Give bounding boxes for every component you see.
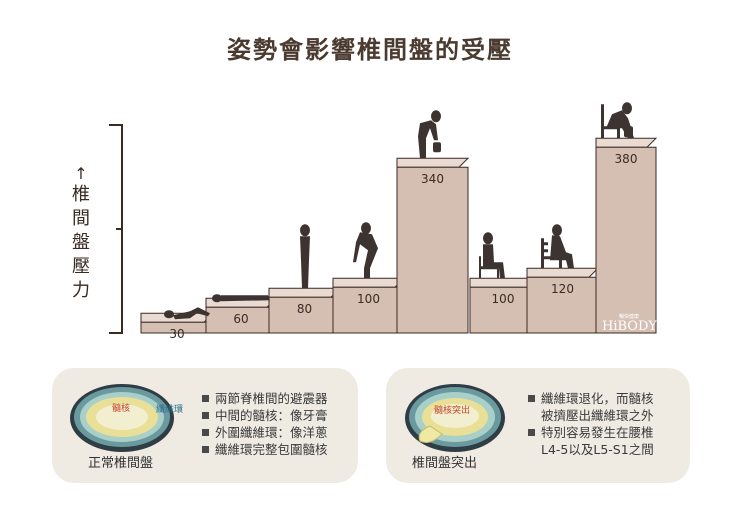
list-item: 中間的髓核：像牙膏 [202, 407, 328, 424]
list-item: 纖維環完整包圍髓核 [202, 441, 328, 458]
data-label: 340 [421, 172, 444, 186]
list-item: 外圍纖維環：像洋蔥 [202, 424, 328, 441]
page-title: 姿勢會影響椎間盤的受壓 [227, 36, 513, 64]
bar [268, 296, 341, 334]
list-item: 纖維環退化，而髓核 [528, 390, 654, 407]
y-axis-bracket [109, 124, 123, 334]
posture-figures [164, 102, 634, 320]
list-item: 被擠壓出纖維環之外 [541, 408, 654, 423]
bar-step [268, 287, 342, 334]
normal-disc-illustration: 髓核 纖維環 [70, 384, 183, 452]
herniated-disc-caption: 椎間盤突出 [412, 456, 478, 471]
annulus-label: 纖維環 [156, 403, 183, 415]
data-label: 380 [615, 152, 638, 166]
data-label: 60 [233, 312, 248, 326]
data-label: 100 [492, 292, 515, 306]
bar-step [469, 277, 538, 334]
list-item: 特別容易發生在腰椎 [528, 424, 654, 441]
y-axis-label-char: 盤 [72, 232, 90, 253]
bar [469, 286, 537, 334]
data-label: 100 [357, 292, 380, 306]
data-label: 30 [169, 327, 184, 341]
herniation-label: 髓核突出 [434, 404, 470, 416]
herniated-disc-panel: 髓核突出 椎間盤突出 纖維環退化，而髓核 被擠壓出纖維環之外 特別容易發生在腰椎… [386, 368, 690, 483]
herniated-disc-bullets: 纖維環退化，而髓核 被擠壓出纖維環之外 特別容易發生在腰椎 L4-5以及L5-S… [528, 390, 654, 458]
y-axis-label-char: 間 [72, 208, 90, 229]
y-axis-label-char: 力 [72, 280, 90, 301]
y-axis-label-char: 壓 [72, 256, 90, 277]
nucleus-label: 髓核 [112, 402, 130, 414]
bar-step [396, 157, 470, 334]
herniated-disc-illustration: 髓核突出 [405, 384, 505, 452]
y-axis-label-char: 椎 [72, 184, 90, 205]
bar [332, 286, 405, 334]
normal-disc-caption: 正常椎間盤 [88, 456, 154, 471]
list-item: 兩節脊椎間的避震器 [202, 390, 328, 407]
normal-disc-bullets: 兩節脊椎間的避震器 中間的髓核：像牙膏 外圍纖維環：像洋蔥 纖維環完整包圍髓核 [202, 390, 328, 458]
y-axis-arrow: ↑ [74, 164, 87, 183]
brand-logo-small: 暢快健康 [619, 313, 639, 320]
data-label: 80 [297, 302, 312, 316]
bar [595, 146, 657, 334]
list-item: L4-5以及L5-S1之間 [541, 442, 654, 457]
bar [396, 166, 469, 334]
bar-step [526, 267, 600, 334]
data-label: 120 [551, 282, 574, 296]
normal-disc-panel: 髓核 纖維環 正常椎間盤 兩節脊椎間的避震器 中間的髓核：像牙膏 外圍纖維環：像… [52, 368, 358, 483]
brand-logo: HiBODY [602, 319, 657, 334]
bar-step [332, 277, 406, 334]
bar-step [595, 137, 658, 334]
